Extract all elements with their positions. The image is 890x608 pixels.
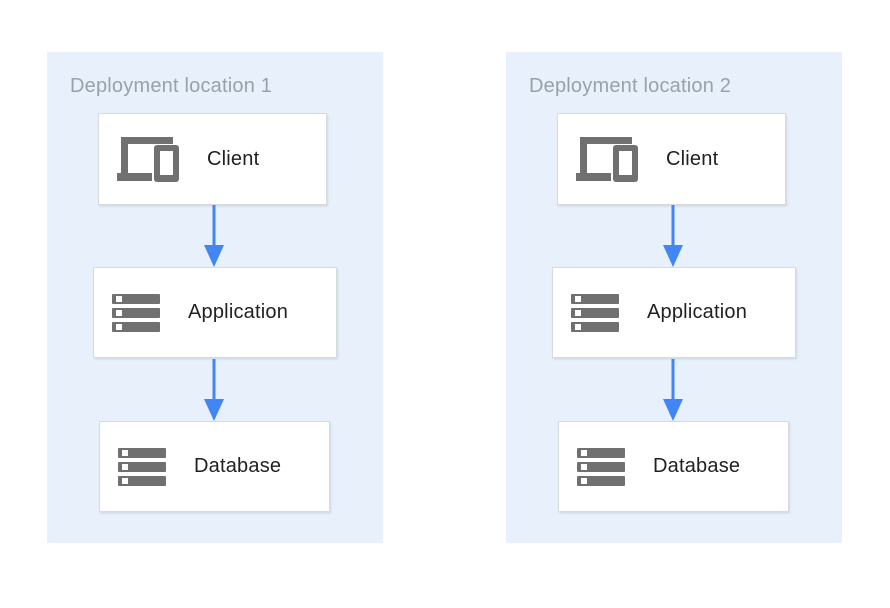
devices-icon (576, 136, 638, 182)
down-arrow-icon (661, 359, 685, 421)
down-arrow-icon (661, 205, 685, 267)
devices-icon (117, 136, 179, 182)
node-label: Client (207, 147, 260, 170)
node-label: Database (653, 455, 741, 477)
client-node: Client (557, 113, 786, 205)
server-stack-icon (112, 293, 160, 332)
server-stack-icon (571, 293, 619, 332)
server-stack-icon (577, 447, 625, 486)
application-node: Application (552, 267, 796, 358)
client-node: Client (98, 113, 327, 205)
application-node: Application (93, 267, 337, 358)
node-label: Client (666, 147, 719, 170)
deployment-location-2-panel: Deployment location 2 Client Application… (506, 52, 842, 543)
down-arrow-icon (202, 359, 226, 421)
deployment-location-1-panel: Deployment location 1 Client Application… (47, 52, 383, 543)
node-label: Database (194, 455, 282, 477)
panel-title: Deployment location 2 (529, 75, 732, 97)
database-node: Database (558, 421, 789, 512)
node-label: Application (188, 301, 289, 323)
server-stack-icon (118, 447, 166, 486)
node-label: Application (647, 301, 748, 323)
database-node: Database (99, 421, 330, 512)
panel-title: Deployment location 1 (70, 75, 273, 97)
down-arrow-icon (202, 205, 226, 267)
